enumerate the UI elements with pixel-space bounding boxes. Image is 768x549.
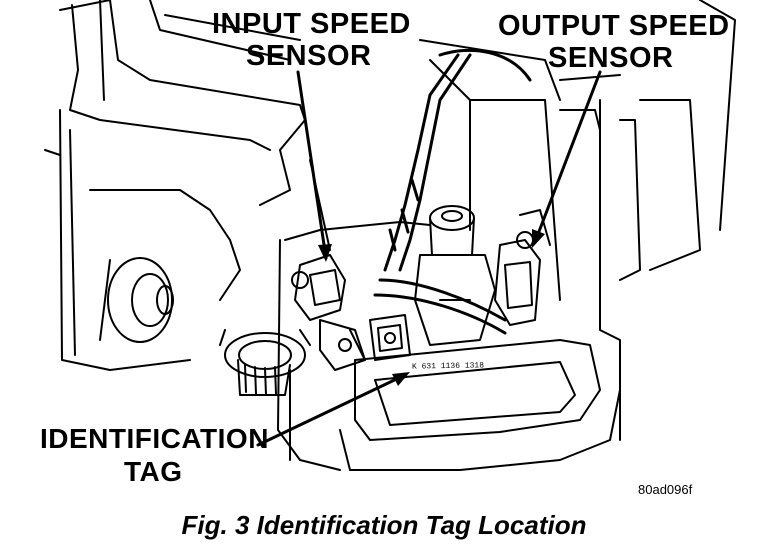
- identification-tag-number: K 631 1136 1318: [411, 361, 485, 372]
- output-speed-sensor-label-line2: SENSOR: [548, 42, 674, 74]
- pointer-arrowheads: [318, 229, 545, 386]
- identification-tag-label-line1: IDENTIFICATION: [40, 423, 269, 454]
- input-speed-sensor-label-line1: INPUT SPEED: [212, 8, 411, 40]
- figure-code: 80ad096f: [638, 482, 693, 497]
- input-speed-sensor: [291, 254, 366, 371]
- wiring-harness: [373, 48, 532, 335]
- output-speed-sensor-label-line1: OUTPUT SPEED: [498, 10, 730, 42]
- transmission-case-upper-left: [44, 0, 306, 371]
- transmission-case-upper-right: [419, 0, 736, 271]
- input-speed-sensor-label-line2: SENSOR: [246, 40, 372, 72]
- central-post: [414, 205, 496, 346]
- identification-tag-label-line2: TAG: [124, 456, 183, 487]
- identification-tag-pointer: [256, 373, 407, 447]
- connector-cluster: [349, 314, 411, 361]
- callout-pointers: [256, 70, 602, 447]
- output-speed-sensor: [494, 209, 551, 326]
- figure-caption: Fig. 3 Identification Tag Location: [181, 510, 587, 540]
- transmission-boss-left: [99, 257, 174, 343]
- output-sensor-pointer: [533, 70, 602, 244]
- input-sensor-pointer: [296, 70, 328, 260]
- transmission-case-lower: [277, 99, 641, 471]
- output-shaft: [219, 329, 311, 396]
